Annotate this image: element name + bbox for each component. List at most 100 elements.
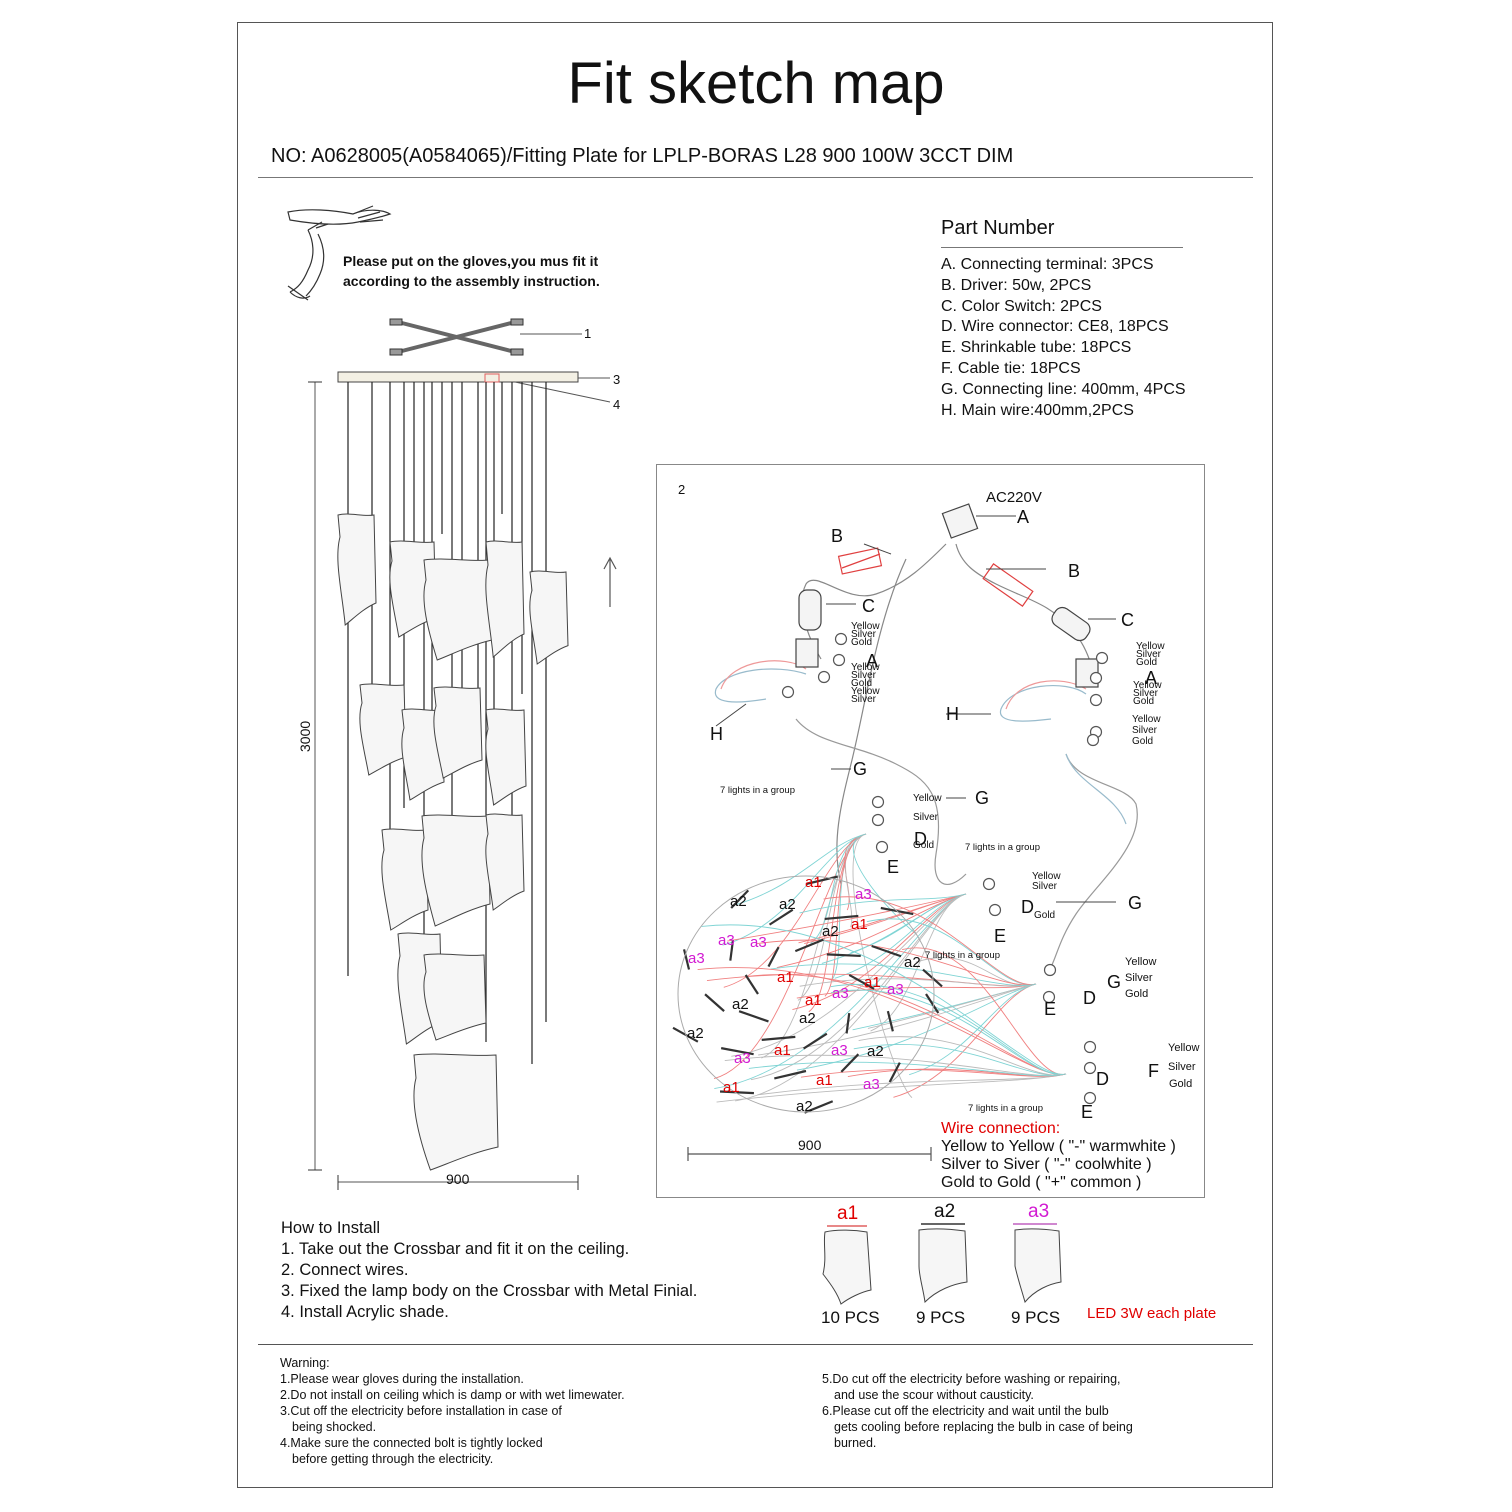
warning-line: 6.Please cut off the electricity and wai… bbox=[822, 1404, 1109, 1418]
pendant-wire bbox=[870, 893, 967, 1032]
width-dimension: 900 bbox=[446, 1171, 470, 1187]
plate-label-a2: a2 bbox=[822, 923, 839, 940]
parts-item: H. Main wire:400mm,2PCS bbox=[941, 401, 1134, 419]
drawing-sheet bbox=[237, 22, 1273, 1488]
wire-connection-line: Silver to Siver ( "-" coolwhite ) bbox=[941, 1156, 1152, 1173]
label-g: G bbox=[1107, 972, 1122, 992]
led-plate bbox=[805, 875, 838, 886]
plate-label-a3: a3 bbox=[855, 886, 872, 903]
acrylic-shade bbox=[485, 540, 525, 658]
warning-left: Warning: 1.Please wear gloves during the… bbox=[280, 1355, 625, 1467]
pendant-wire bbox=[727, 893, 967, 942]
plate-legend-label-a1: a1 bbox=[837, 1203, 859, 1224]
plate-label-a3: a3 bbox=[887, 981, 904, 998]
leader-marker bbox=[1095, 651, 1109, 665]
color-label-gold: Gold bbox=[1034, 910, 1056, 921]
led-plate bbox=[729, 940, 735, 961]
group-note: 7 lights in a group bbox=[965, 842, 1040, 853]
diagram-width-dimension: 900 bbox=[798, 1137, 822, 1153]
acrylic-shade bbox=[529, 570, 569, 665]
acrylic-shade bbox=[413, 1053, 499, 1171]
pendant-wire bbox=[758, 983, 1037, 1056]
acrylic-shade bbox=[423, 558, 493, 661]
label-g: G bbox=[1128, 893, 1143, 913]
color-label-gold: Gold bbox=[1169, 1078, 1193, 1090]
parts-item: D. Wire connector: CE8, 18PCS bbox=[941, 318, 1169, 336]
plate-label-a3: a3 bbox=[832, 985, 849, 1002]
led-plate bbox=[767, 946, 780, 968]
plate-label-a1: a1 bbox=[816, 1072, 833, 1089]
leader-marker bbox=[988, 903, 1002, 917]
crossbar bbox=[389, 318, 524, 356]
acrylic-shade bbox=[485, 813, 525, 911]
label-d: D bbox=[1021, 897, 1034, 917]
leader-marker bbox=[875, 840, 889, 854]
led-plate bbox=[704, 993, 725, 1012]
warning-line: and use the scour without causticity. bbox=[834, 1388, 1034, 1402]
label-b: B bbox=[831, 526, 844, 546]
height-dimension: 3000 bbox=[297, 720, 313, 752]
plate-label-a3: a3 bbox=[688, 950, 705, 967]
how-to-heading: How to Install bbox=[281, 1219, 381, 1237]
label-e: E bbox=[887, 857, 900, 877]
led-plate bbox=[886, 1010, 894, 1032]
led-plate bbox=[682, 949, 691, 970]
wiring-diagram-frame bbox=[656, 464, 1205, 1198]
led-plate bbox=[824, 914, 859, 921]
label-e: E bbox=[1044, 999, 1057, 1019]
pendant-wire bbox=[701, 924, 1067, 1075]
warning-line: 2.Do not install on ceiling which is dam… bbox=[280, 1388, 625, 1402]
leader-marker bbox=[1083, 1040, 1097, 1054]
warning-line: burned. bbox=[834, 1436, 877, 1450]
chandelier-elevation-drawing bbox=[308, 318, 611, 1190]
parts-item: A. Connecting terminal: 3PCS bbox=[941, 256, 1154, 273]
led-plate bbox=[719, 1090, 754, 1095]
plate-label-a2: a2 bbox=[904, 954, 921, 971]
leader-marker bbox=[834, 632, 848, 646]
leader-marker bbox=[781, 685, 795, 699]
plate-legend-label-a2: a2 bbox=[934, 1201, 956, 1222]
led-plate bbox=[744, 974, 759, 995]
plate-label-a2: a2 bbox=[796, 1098, 813, 1115]
parts-item: E. Shrinkable tube: 18PCS bbox=[941, 339, 1132, 357]
color-label-silver: Silver bbox=[913, 812, 939, 823]
pendant-wire bbox=[902, 947, 1067, 1075]
plate-label-a3: a3 bbox=[718, 932, 735, 949]
led-plate bbox=[925, 993, 940, 1014]
plate-a1-shape bbox=[822, 1229, 872, 1305]
wire-connection-heading: Wire connection: bbox=[941, 1120, 1061, 1137]
pendant-wire bbox=[831, 989, 1067, 1076]
acrylic-shade bbox=[423, 953, 487, 1041]
warning-line: 1.Please wear gloves during the installa… bbox=[280, 1372, 524, 1386]
acrylic-shade bbox=[337, 513, 377, 626]
parts-item: B. Driver: 50w, 2PCS bbox=[941, 276, 1092, 294]
acrylic-shade bbox=[381, 828, 429, 931]
led-plate bbox=[768, 908, 794, 926]
label-h: H bbox=[710, 724, 723, 744]
pendant-wire bbox=[893, 983, 1037, 1098]
leader-marker bbox=[871, 795, 885, 809]
power-label: AC220V bbox=[986, 489, 1042, 506]
group-note: 7 lights in a group bbox=[968, 1103, 1043, 1114]
pendant-wire bbox=[852, 833, 913, 1099]
plate-label-a2: a2 bbox=[687, 1025, 704, 1042]
led-plate bbox=[888, 1062, 901, 1083]
parts-item: F. Cable tie: 18PCS bbox=[941, 359, 1081, 377]
color-label-yellow: Yellow bbox=[913, 793, 942, 804]
label-h: H bbox=[946, 704, 959, 724]
led-plate bbox=[848, 973, 875, 990]
gloves-icon bbox=[287, 205, 392, 301]
acrylic-shade bbox=[401, 708, 445, 801]
plate-label-a1: a1 bbox=[851, 916, 868, 933]
pendant-wire bbox=[799, 893, 967, 914]
led-plate bbox=[840, 1053, 860, 1073]
pendant-wire bbox=[823, 896, 1037, 985]
how-to-install: How to Install 1. Take out the Crossbar … bbox=[281, 1218, 697, 1323]
pendant-wire bbox=[770, 963, 1037, 986]
plate-a2-shape bbox=[918, 1228, 968, 1304]
warning-line: before getting through the electricity. bbox=[292, 1452, 494, 1466]
plate-label-a2: a2 bbox=[799, 1010, 816, 1027]
warning-line: 5.Do cut off the electricity before wash… bbox=[822, 1372, 1121, 1386]
